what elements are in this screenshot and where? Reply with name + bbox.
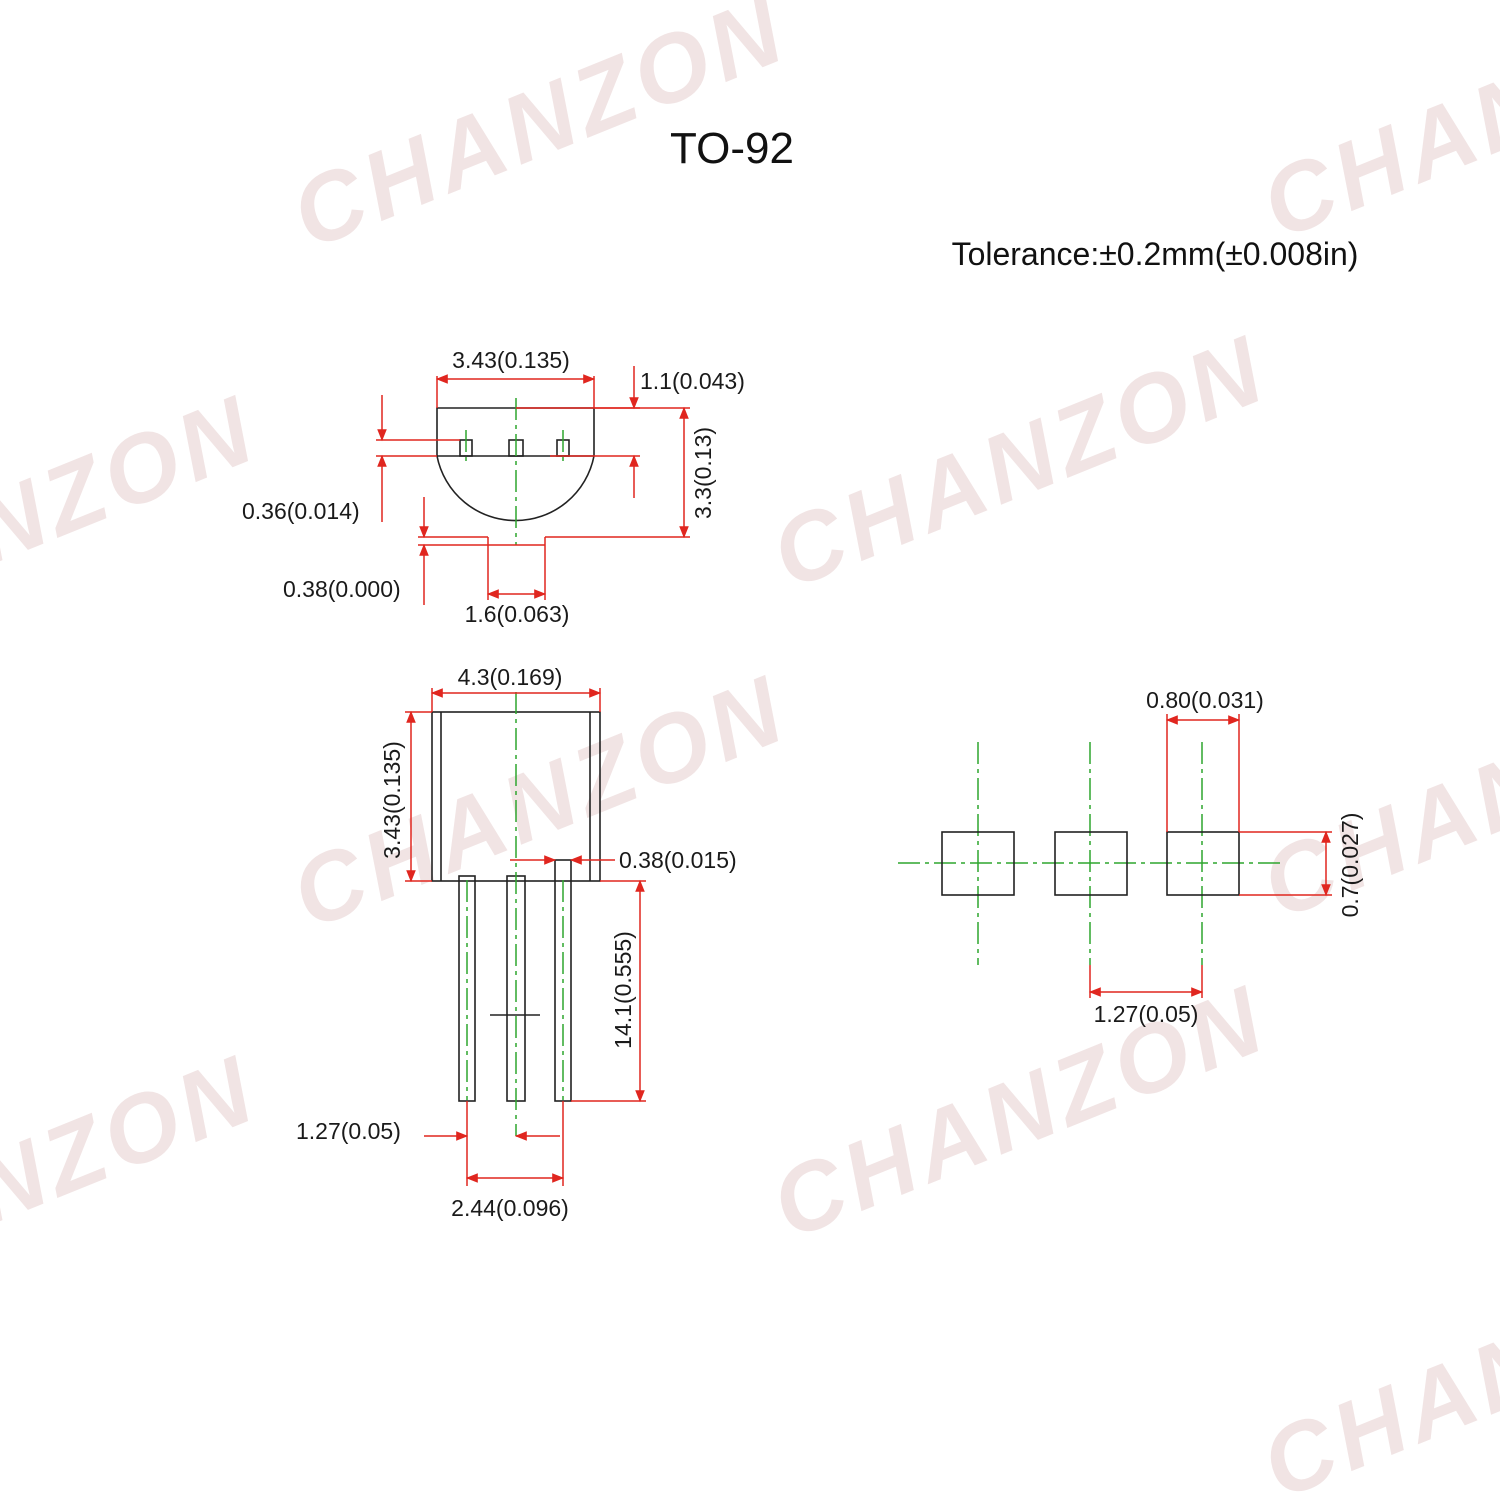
- dim-top-height: 3.3(0.13): [690, 427, 716, 519]
- dim-lead-width: 0.38(0.015): [619, 847, 737, 873]
- dim-flat-depth: 1.1(0.043): [640, 368, 745, 394]
- watermark: CHANZON: [278, 655, 802, 950]
- footprint-view: 0.80(0.031) 0.7(0.027) 1.27(0.05): [898, 687, 1363, 1027]
- watermark: CHANZON: [758, 965, 1282, 1260]
- tolerance-note: Tolerance:±0.2mm(±0.008in): [952, 236, 1359, 272]
- dim-pad-width: 0.80(0.031): [1146, 687, 1264, 713]
- dim-lead-thickness: 0.36(0.014): [242, 498, 360, 524]
- page-title: TO-92: [670, 124, 794, 173]
- footprint-pad: [1166, 831, 1240, 896]
- dim-pad-height: 0.7(0.027): [1337, 813, 1363, 918]
- dim-body-height: 3.43(0.135): [379, 741, 405, 859]
- dim-lead-span: 2.44(0.096): [451, 1195, 569, 1221]
- watermark: CHANZON: [0, 1035, 272, 1330]
- dim-bottom-offset: 0.38(0.000): [283, 576, 401, 602]
- watermark: CHANZON: [1248, 0, 1500, 259]
- front-view: 4.3(0.169) 3.43(0.135) 0.38(0.015) 14.1(…: [296, 664, 737, 1221]
- dim-lead-pitch: 1.27(0.05): [296, 1118, 401, 1144]
- dim-flat-width: 1.6(0.063): [465, 601, 570, 627]
- dim-pad-pitch: 1.27(0.05): [1094, 1001, 1199, 1027]
- dim-body-width: 4.3(0.169): [458, 664, 563, 690]
- footprint-pad: [1054, 831, 1128, 896]
- watermark: CHANZON: [0, 375, 272, 670]
- watermark: CHANZON: [758, 315, 1282, 610]
- footprint-pad: [941, 831, 1015, 896]
- dim-lead-length: 14.1(0.555): [610, 931, 636, 1049]
- top-view-outline: [436, 407, 595, 522]
- watermark: CHANZON: [1248, 1225, 1500, 1500]
- top-view: 3.43(0.135) 1.1(0.043) 3.3(0.13) 0.36(0.…: [242, 347, 745, 627]
- dim-top-width: 3.43(0.135): [452, 347, 570, 373]
